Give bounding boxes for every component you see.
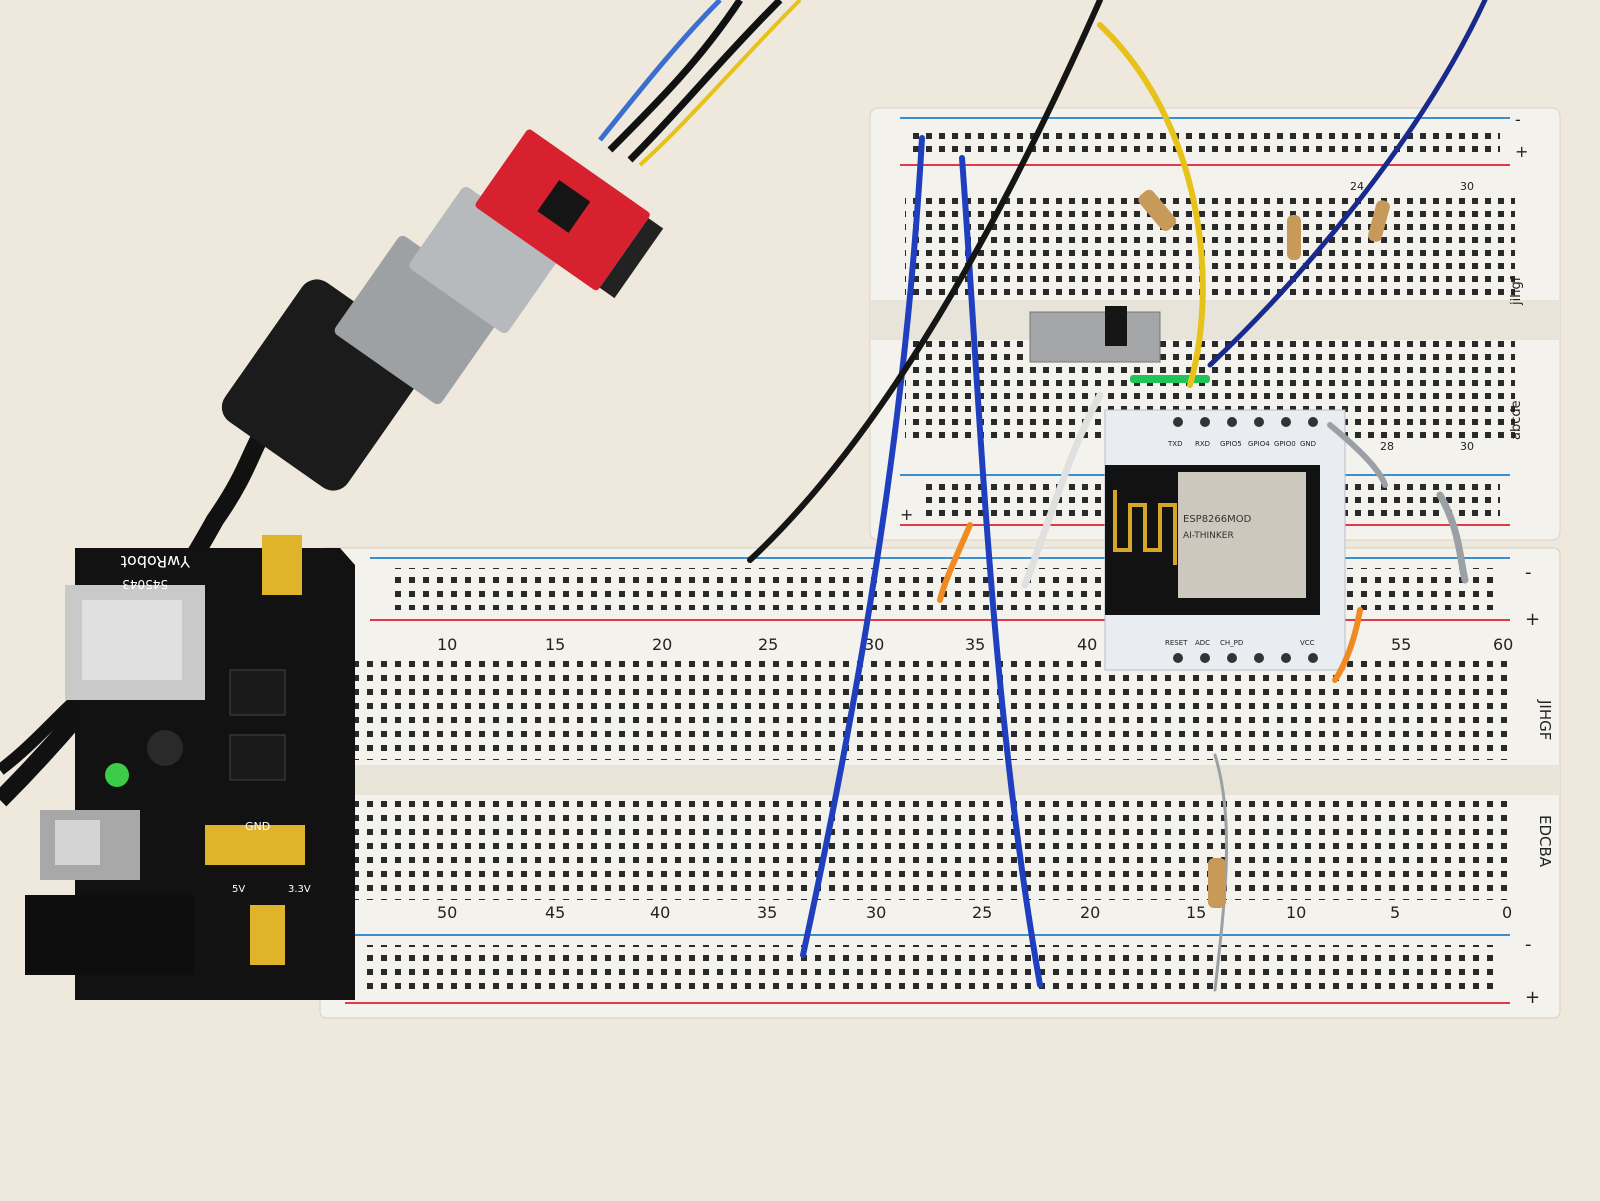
col-num: 20 (652, 635, 672, 654)
small-col-30: 30 (1460, 440, 1474, 453)
col-num-bottom: 15 (1186, 903, 1206, 922)
small-rail-plus-top: + (1515, 142, 1528, 161)
usb-serial-adapter (475, 129, 664, 299)
pin-label: GPIO0 (1274, 440, 1296, 448)
small-rail-minus-top: - (1515, 110, 1521, 129)
pin-label: GND (1300, 440, 1316, 448)
col-num-bottom: 35 (757, 903, 777, 922)
power-33v-label: 3.3V (288, 884, 311, 895)
power-module: YwRobot 545043 GND 5V 3.3V (25, 535, 355, 1000)
col-num-bottom: 45 (545, 903, 565, 922)
col-num-bottom: 5 (1390, 903, 1400, 922)
pin-label: ADC (1195, 639, 1210, 647)
col-num: 60 (1493, 635, 1513, 654)
pin-label: VCC (1300, 639, 1315, 647)
col-num-bottom: 50 (437, 903, 457, 922)
power-module-code: 545043 (122, 577, 168, 591)
rail-minus-bottom: - (1525, 934, 1532, 955)
col-num-bottom: 10 (1286, 903, 1306, 922)
chip-vendor: AI-THINKER (1183, 531, 1234, 541)
small-col-28: 28 (1380, 440, 1394, 453)
slide-switch (1029, 306, 1210, 383)
col-num: 10 (437, 635, 457, 654)
col-num: 55 (1391, 635, 1411, 654)
row-letters-right: JIHGF (1536, 699, 1554, 740)
col-num-bottom: 0 (1502, 903, 1512, 922)
power-5v-label: 5V (232, 884, 245, 895)
col-num: 25 (758, 635, 778, 654)
rail-plus-top: + (1525, 609, 1540, 630)
esp8266-module: ESP8266MOD AI-THINKER TXD RXD GPIO5 GPIO… (1104, 409, 1346, 671)
chip-label: ESP8266MOD (1183, 514, 1252, 525)
col-num: 30 (864, 635, 884, 654)
small-rail-plus: + (900, 505, 913, 524)
jumper-wires (747, 0, 1488, 992)
small-letters-upper: jihgf (1509, 276, 1524, 306)
rail-plus-bottom: + (1525, 987, 1540, 1008)
col-num-bottom: 40 (650, 903, 670, 922)
small-col-24: 24 (1350, 180, 1364, 193)
col-num-bottom: 30 (866, 903, 886, 922)
pin-label: RXD (1195, 440, 1210, 448)
col-num: 40 (1077, 635, 1097, 654)
pin-label: GPIO4 (1248, 440, 1270, 448)
col-num: 35 (965, 635, 985, 654)
pin-label: GPIO5 (1220, 440, 1242, 448)
power-gnd-label: GND (245, 820, 270, 833)
pin-label: CH_PD (1220, 639, 1243, 647)
small-letters-lower: abcde (1509, 400, 1524, 440)
col-num: 15 (545, 635, 565, 654)
usb-cable (0, 186, 561, 807)
small-col-30-top: 30 (1460, 180, 1474, 193)
col-num-bottom: 20 (1080, 903, 1100, 922)
pin-label: RESET (1165, 639, 1188, 647)
main-breadboard: 5 10 15 20 25 30 35 40 55 60 JIHGF EDCBA… (319, 547, 1561, 1019)
row-letters-bottom: EDCBA (1536, 815, 1554, 868)
pin-label: TXD (1167, 440, 1182, 448)
col-num-bottom: 25 (972, 903, 992, 922)
rail-minus-top: - (1525, 562, 1532, 583)
power-module-brand: YwRobot (121, 552, 191, 571)
